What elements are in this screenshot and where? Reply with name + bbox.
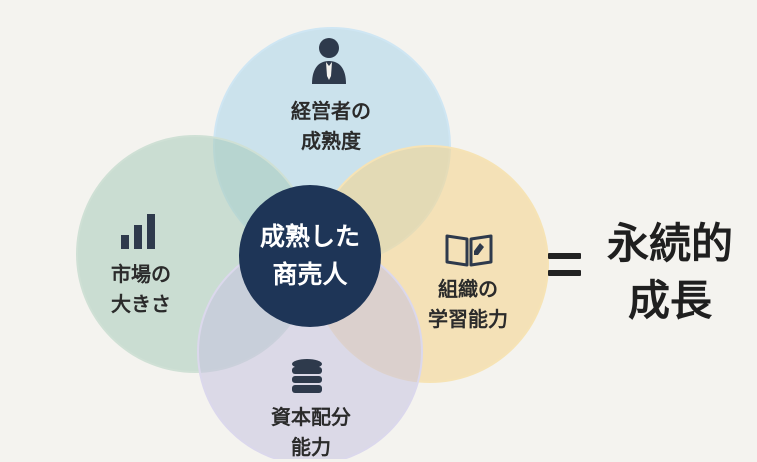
label-top-line1: 経営者の bbox=[291, 99, 371, 123]
equals-bar-top bbox=[548, 253, 581, 259]
label-right: 組織の 学習能力 bbox=[428, 274, 508, 334]
center-label-line2: 商売人 bbox=[272, 260, 348, 289]
label-right-line1: 組織の bbox=[438, 277, 498, 301]
label-top: 経営者の 成熟度 bbox=[291, 96, 371, 156]
person-icon bbox=[312, 38, 346, 84]
label-bottom-line1: 資本配分 bbox=[271, 405, 351, 429]
equals-bar-bottom bbox=[548, 270, 581, 276]
coins-icon bbox=[292, 359, 322, 393]
label-left: 市場の 大きさ bbox=[111, 259, 171, 319]
label-left-line2: 大きさ bbox=[111, 292, 171, 316]
label-right-line2: 学習能力 bbox=[428, 307, 508, 331]
label-top-line2: 成熟度 bbox=[301, 129, 361, 153]
center-label-line1: 成熟した bbox=[259, 222, 361, 251]
bar-chart-icon bbox=[121, 214, 155, 249]
book-icon bbox=[445, 234, 493, 267]
label-bottom-line2: 能力 bbox=[291, 435, 331, 459]
label-left-line1: 市場の bbox=[111, 262, 171, 286]
center-circle bbox=[239, 185, 381, 327]
result-text: 永続的 成長 bbox=[607, 215, 733, 329]
equals-sign bbox=[548, 253, 581, 287]
result-line1: 永続的 bbox=[606, 219, 734, 268]
label-bottom: 資本配分 能力 bbox=[271, 402, 351, 462]
center-label: 成熟した 商売人 bbox=[260, 218, 360, 294]
result-line2: 成長 bbox=[627, 276, 713, 325]
